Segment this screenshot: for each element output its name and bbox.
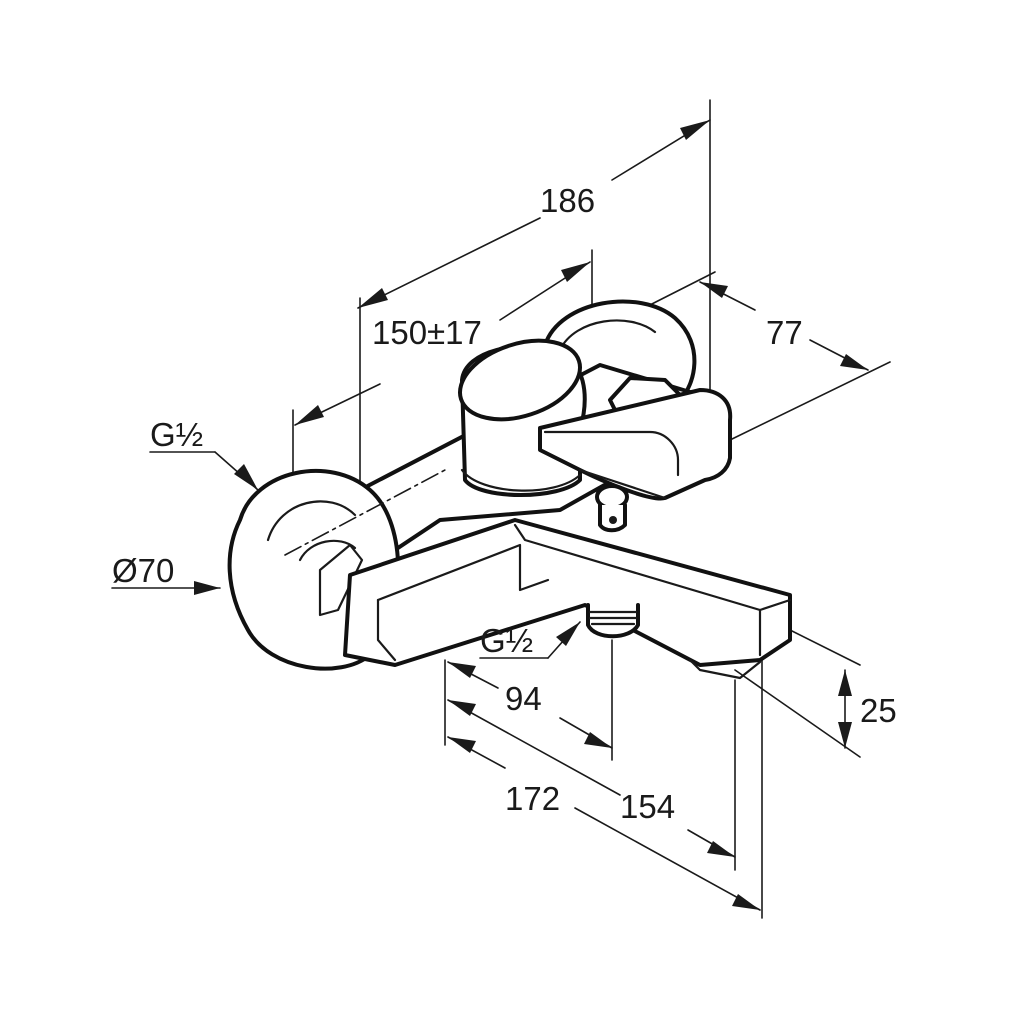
label-g-half-inlet: G½: [150, 416, 203, 453]
label-172: 172: [505, 780, 560, 817]
label-150-17: 150±17: [372, 314, 482, 351]
label-77: 77: [766, 314, 803, 351]
dimension-77: [699, 281, 869, 371]
outlet-thread: [586, 603, 640, 639]
lever-handle: [538, 388, 733, 501]
spout: [343, 518, 792, 680]
dimension-186: [357, 119, 711, 309]
dimension-172: [447, 736, 761, 911]
label-154: 154: [620, 788, 675, 825]
leader-lines: [111, 451, 581, 659]
label-g-half-outlet: G½: [480, 622, 533, 659]
diverter-knob: [595, 484, 629, 533]
label-25: 25: [860, 692, 897, 729]
label-186: 186: [540, 182, 595, 219]
dimension-154: [447, 699, 736, 858]
dimension-94: [447, 661, 613, 749]
cartridge-cap: [457, 338, 587, 497]
dimension-150: [294, 261, 591, 426]
dimension-25: [838, 669, 852, 749]
label-94: 94: [505, 680, 542, 717]
label-diameter-70: Ø70: [112, 552, 174, 589]
extension-lines: [292, 99, 891, 919]
